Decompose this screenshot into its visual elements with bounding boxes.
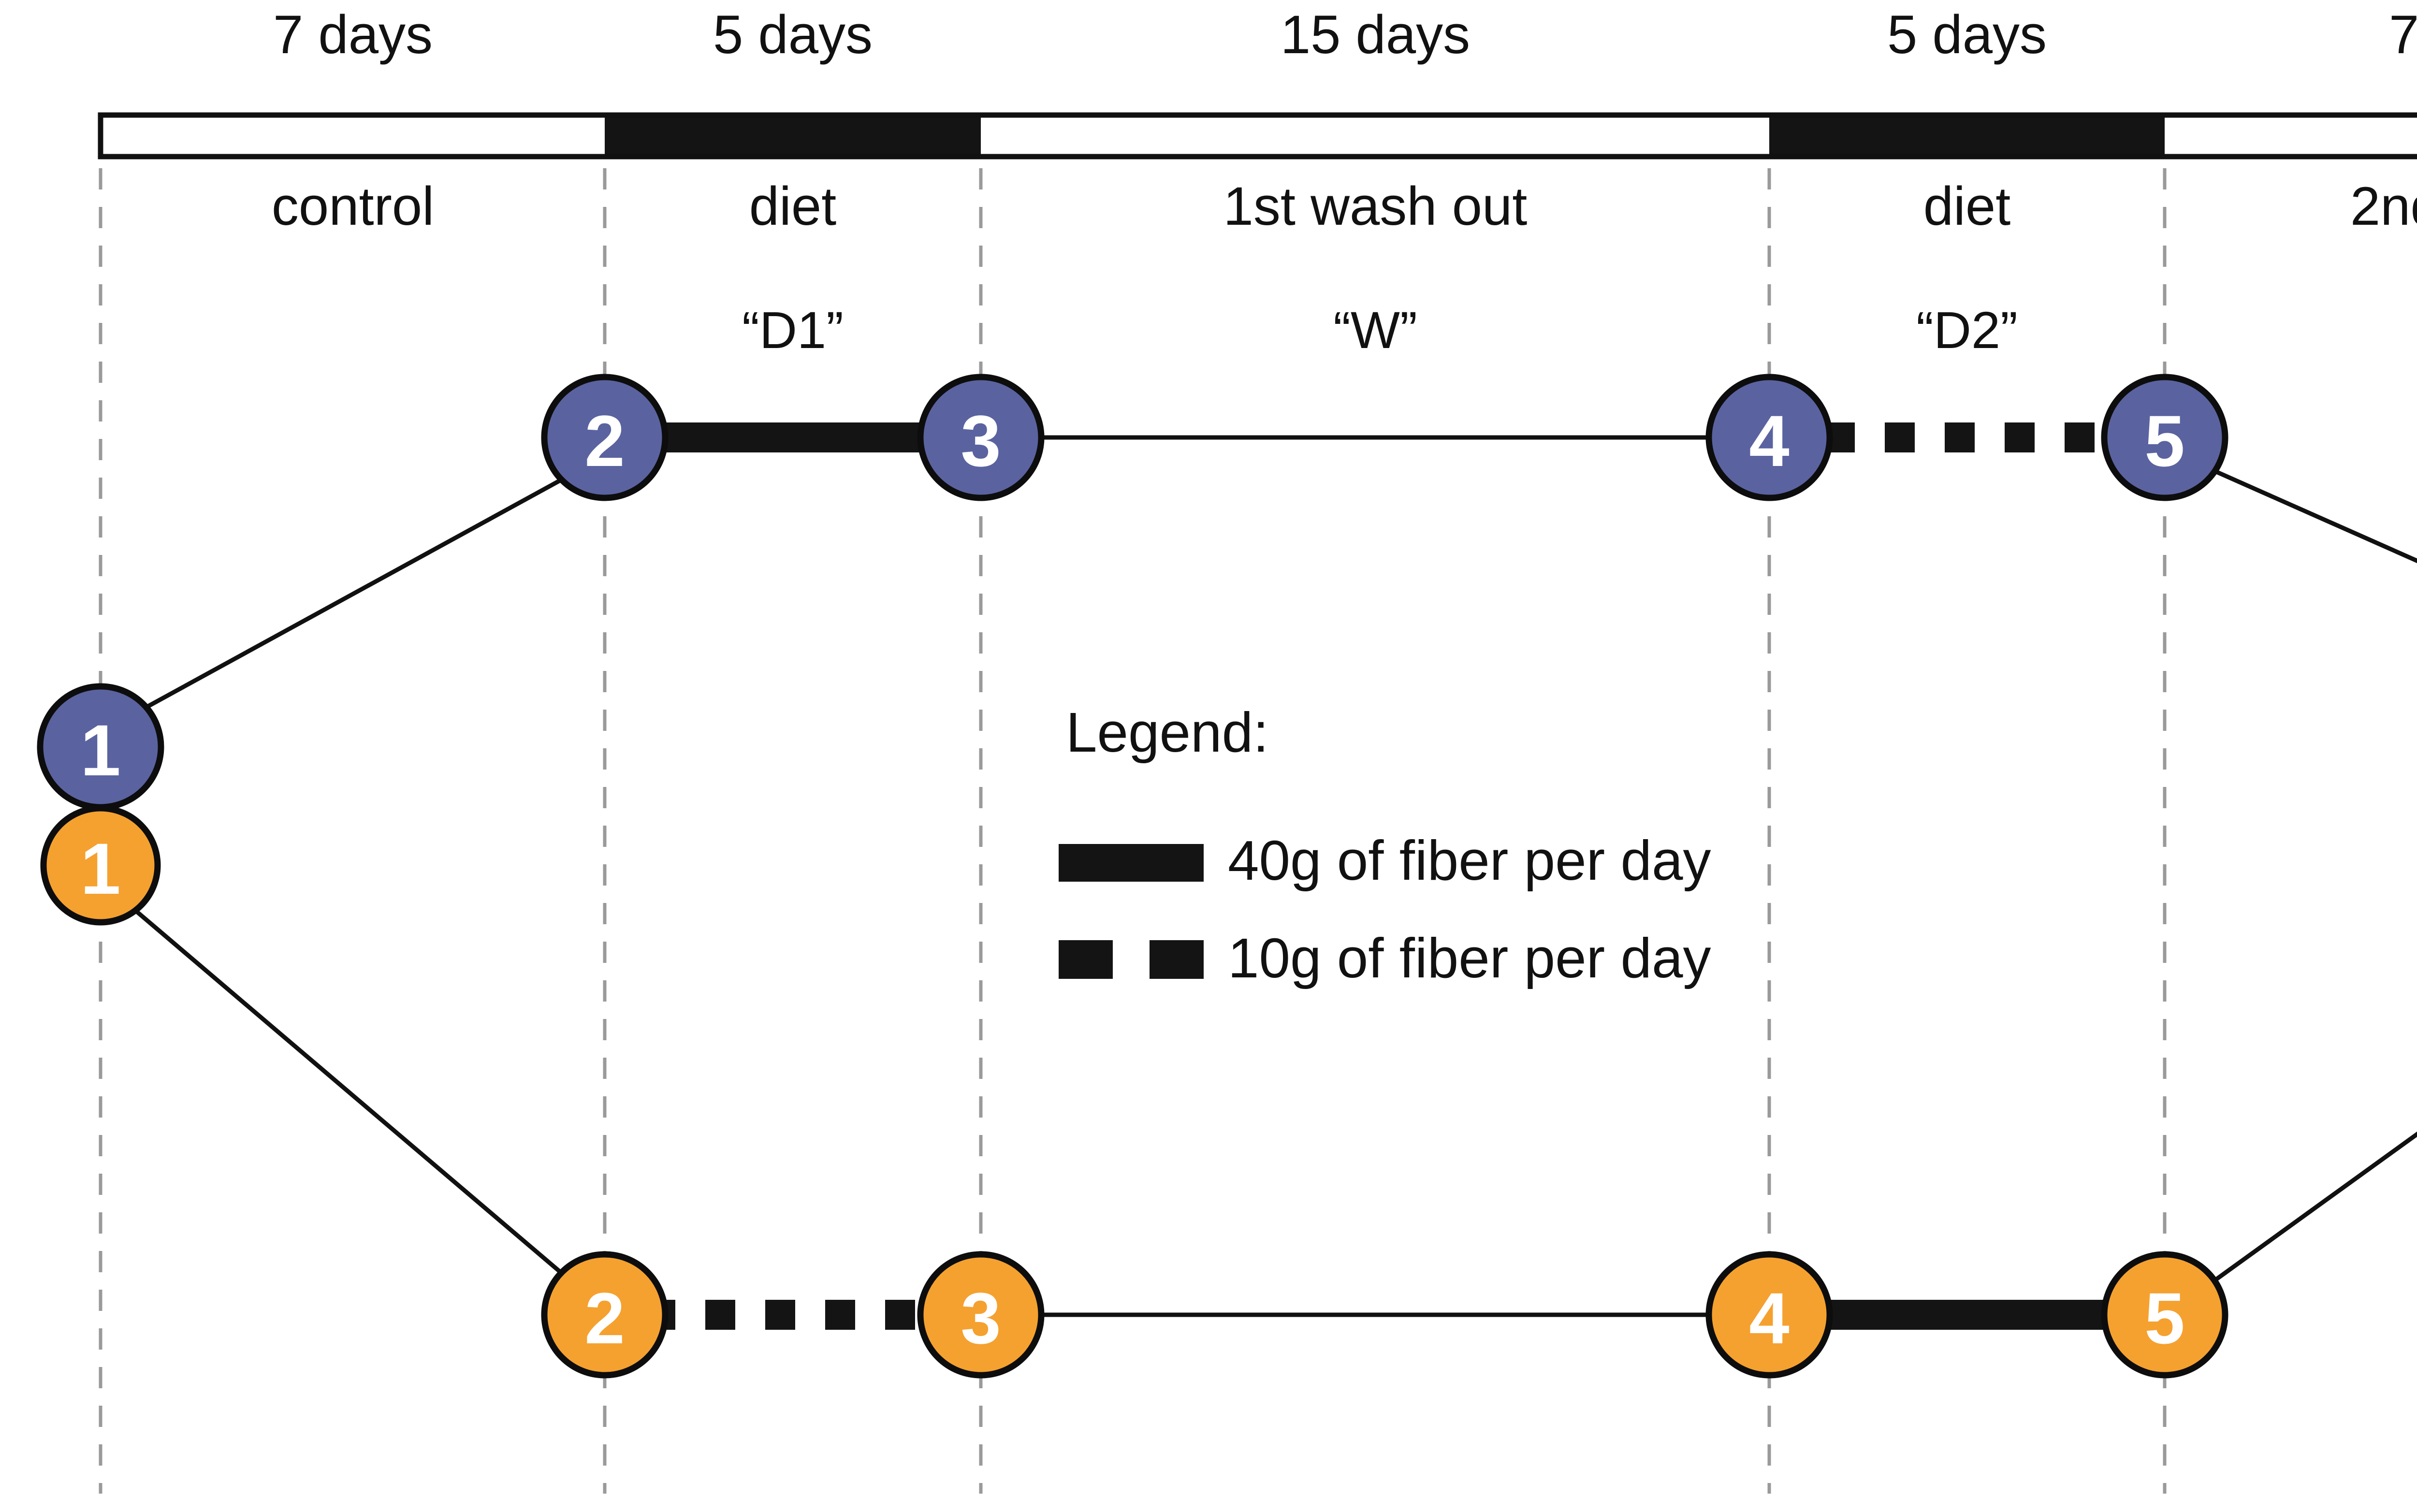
- phase-label-control: control: [272, 176, 434, 236]
- node-orange-4-circle[interactable]: [1705, 1251, 1833, 1379]
- node-blue-4-circle[interactable]: [1705, 374, 1833, 501]
- timeline-guides: [99, 130, 2167, 1494]
- phase-label-washout-1: 1st wash out: [1223, 176, 1528, 236]
- bar-segment-washout-2: [2165, 115, 2417, 157]
- node-orange-1-circle[interactable]: [40, 805, 161, 926]
- legend-label-10g: 10g of fiber per day: [1228, 927, 1711, 989]
- duration-label-0: 7 days: [273, 4, 433, 65]
- bar-segment-control: [101, 115, 605, 157]
- node-blue-5-label: 5: [2144, 400, 2184, 481]
- node-orange-5-label: 5: [2144, 1278, 2184, 1359]
- legend-title: Legend:: [1066, 701, 1268, 764]
- node-blue-3[interactable]: 3: [917, 374, 1045, 501]
- node-blue-1[interactable]: 1: [37, 683, 164, 811]
- duration-label-4: 7 days: [2389, 4, 2417, 65]
- bar-outline: [98, 112, 2417, 160]
- phase-code-w: “W”: [1333, 301, 1417, 359]
- blue-edge-1-2: [139, 474, 569, 712]
- blue-edge-5-6: [2203, 464, 2417, 564]
- legend-label-40g: 40g of fiber per day: [1228, 829, 1711, 892]
- node-orange-5[interactable]: 5: [2101, 1251, 2228, 1379]
- node-orange-1-label: 1: [80, 828, 120, 909]
- node-orange-5-circle[interactable]: [2101, 1251, 2228, 1379]
- node-blue-3-circle[interactable]: [917, 374, 1045, 501]
- timeline-bar: [98, 112, 2417, 160]
- phase-labels: control diet 1st wash out diet 2nd wash …: [272, 176, 2417, 236]
- node-blue-1-label: 1: [80, 710, 120, 791]
- node-orange-2[interactable]: 2: [541, 1251, 669, 1379]
- legend-item-10g: 10g of fiber per day: [1059, 927, 1711, 989]
- node-blue-3-label: 3: [961, 400, 1001, 481]
- orange-edge-1-2: [129, 904, 569, 1280]
- phase-code-labels: “D1” “W” “D2”: [742, 301, 2018, 359]
- node-orange-4-label: 4: [1749, 1278, 1789, 1359]
- blue-arm-edges: [139, 422, 2417, 712]
- node-blue-4[interactable]: 4: [1705, 374, 1833, 501]
- phase-code-d1: “D1”: [742, 301, 844, 359]
- legend: Legend: 40g of fiber per day 10g of fibe…: [1059, 701, 1711, 989]
- orange-arm-nodes: 1 2 3 4 5 6: [40, 805, 2228, 1379]
- bar-segment-washout-1: [981, 115, 1769, 157]
- duration-labels: 7 days 5 days 15 days 5 days 7 days: [273, 4, 2417, 65]
- node-blue-2-label: 2: [584, 400, 625, 481]
- node-blue-2[interactable]: 2: [541, 374, 669, 501]
- node-orange-3[interactable]: 3: [917, 1251, 1045, 1379]
- node-orange-1[interactable]: 1: [40, 805, 161, 926]
- node-blue-4-label: 4: [1749, 400, 1789, 481]
- legend-item-40g: 40g of fiber per day: [1059, 829, 1711, 892]
- bar-segment-diet-2: [1769, 115, 2165, 157]
- bar-segment-diet-1: [605, 115, 981, 157]
- node-orange-3-label: 3: [961, 1278, 1001, 1359]
- node-orange-4[interactable]: 4: [1705, 1251, 1833, 1379]
- phase-label-diet-1: diet: [749, 176, 837, 236]
- node-orange-2-circle[interactable]: [541, 1251, 669, 1379]
- legend-swatch-dash-b-icon: [1150, 940, 1204, 979]
- orange-edge-5-6: [2213, 1131, 2417, 1283]
- node-orange-3-circle[interactable]: [917, 1251, 1045, 1379]
- duration-label-1: 5 days: [713, 4, 873, 65]
- node-blue-5[interactable]: 5: [2101, 374, 2228, 501]
- phase-code-d2: “D2”: [1916, 301, 2018, 359]
- legend-swatch-solid-icon: [1059, 844, 1204, 882]
- node-blue-5-circle[interactable]: [2101, 374, 2228, 501]
- phase-label-washout-2: 2nd wash out: [2350, 176, 2417, 236]
- phase-label-diet-2: diet: [1923, 176, 2011, 236]
- node-orange-2-label: 2: [584, 1278, 625, 1359]
- duration-label-2: 15 days: [1281, 4, 1470, 65]
- node-blue-2-circle[interactable]: [541, 374, 669, 501]
- legend-swatch-dash-a-icon: [1059, 940, 1113, 979]
- duration-label-3: 5 days: [1887, 4, 2047, 65]
- blue-arm-nodes: 1 2 3 4 5 6: [37, 374, 2228, 811]
